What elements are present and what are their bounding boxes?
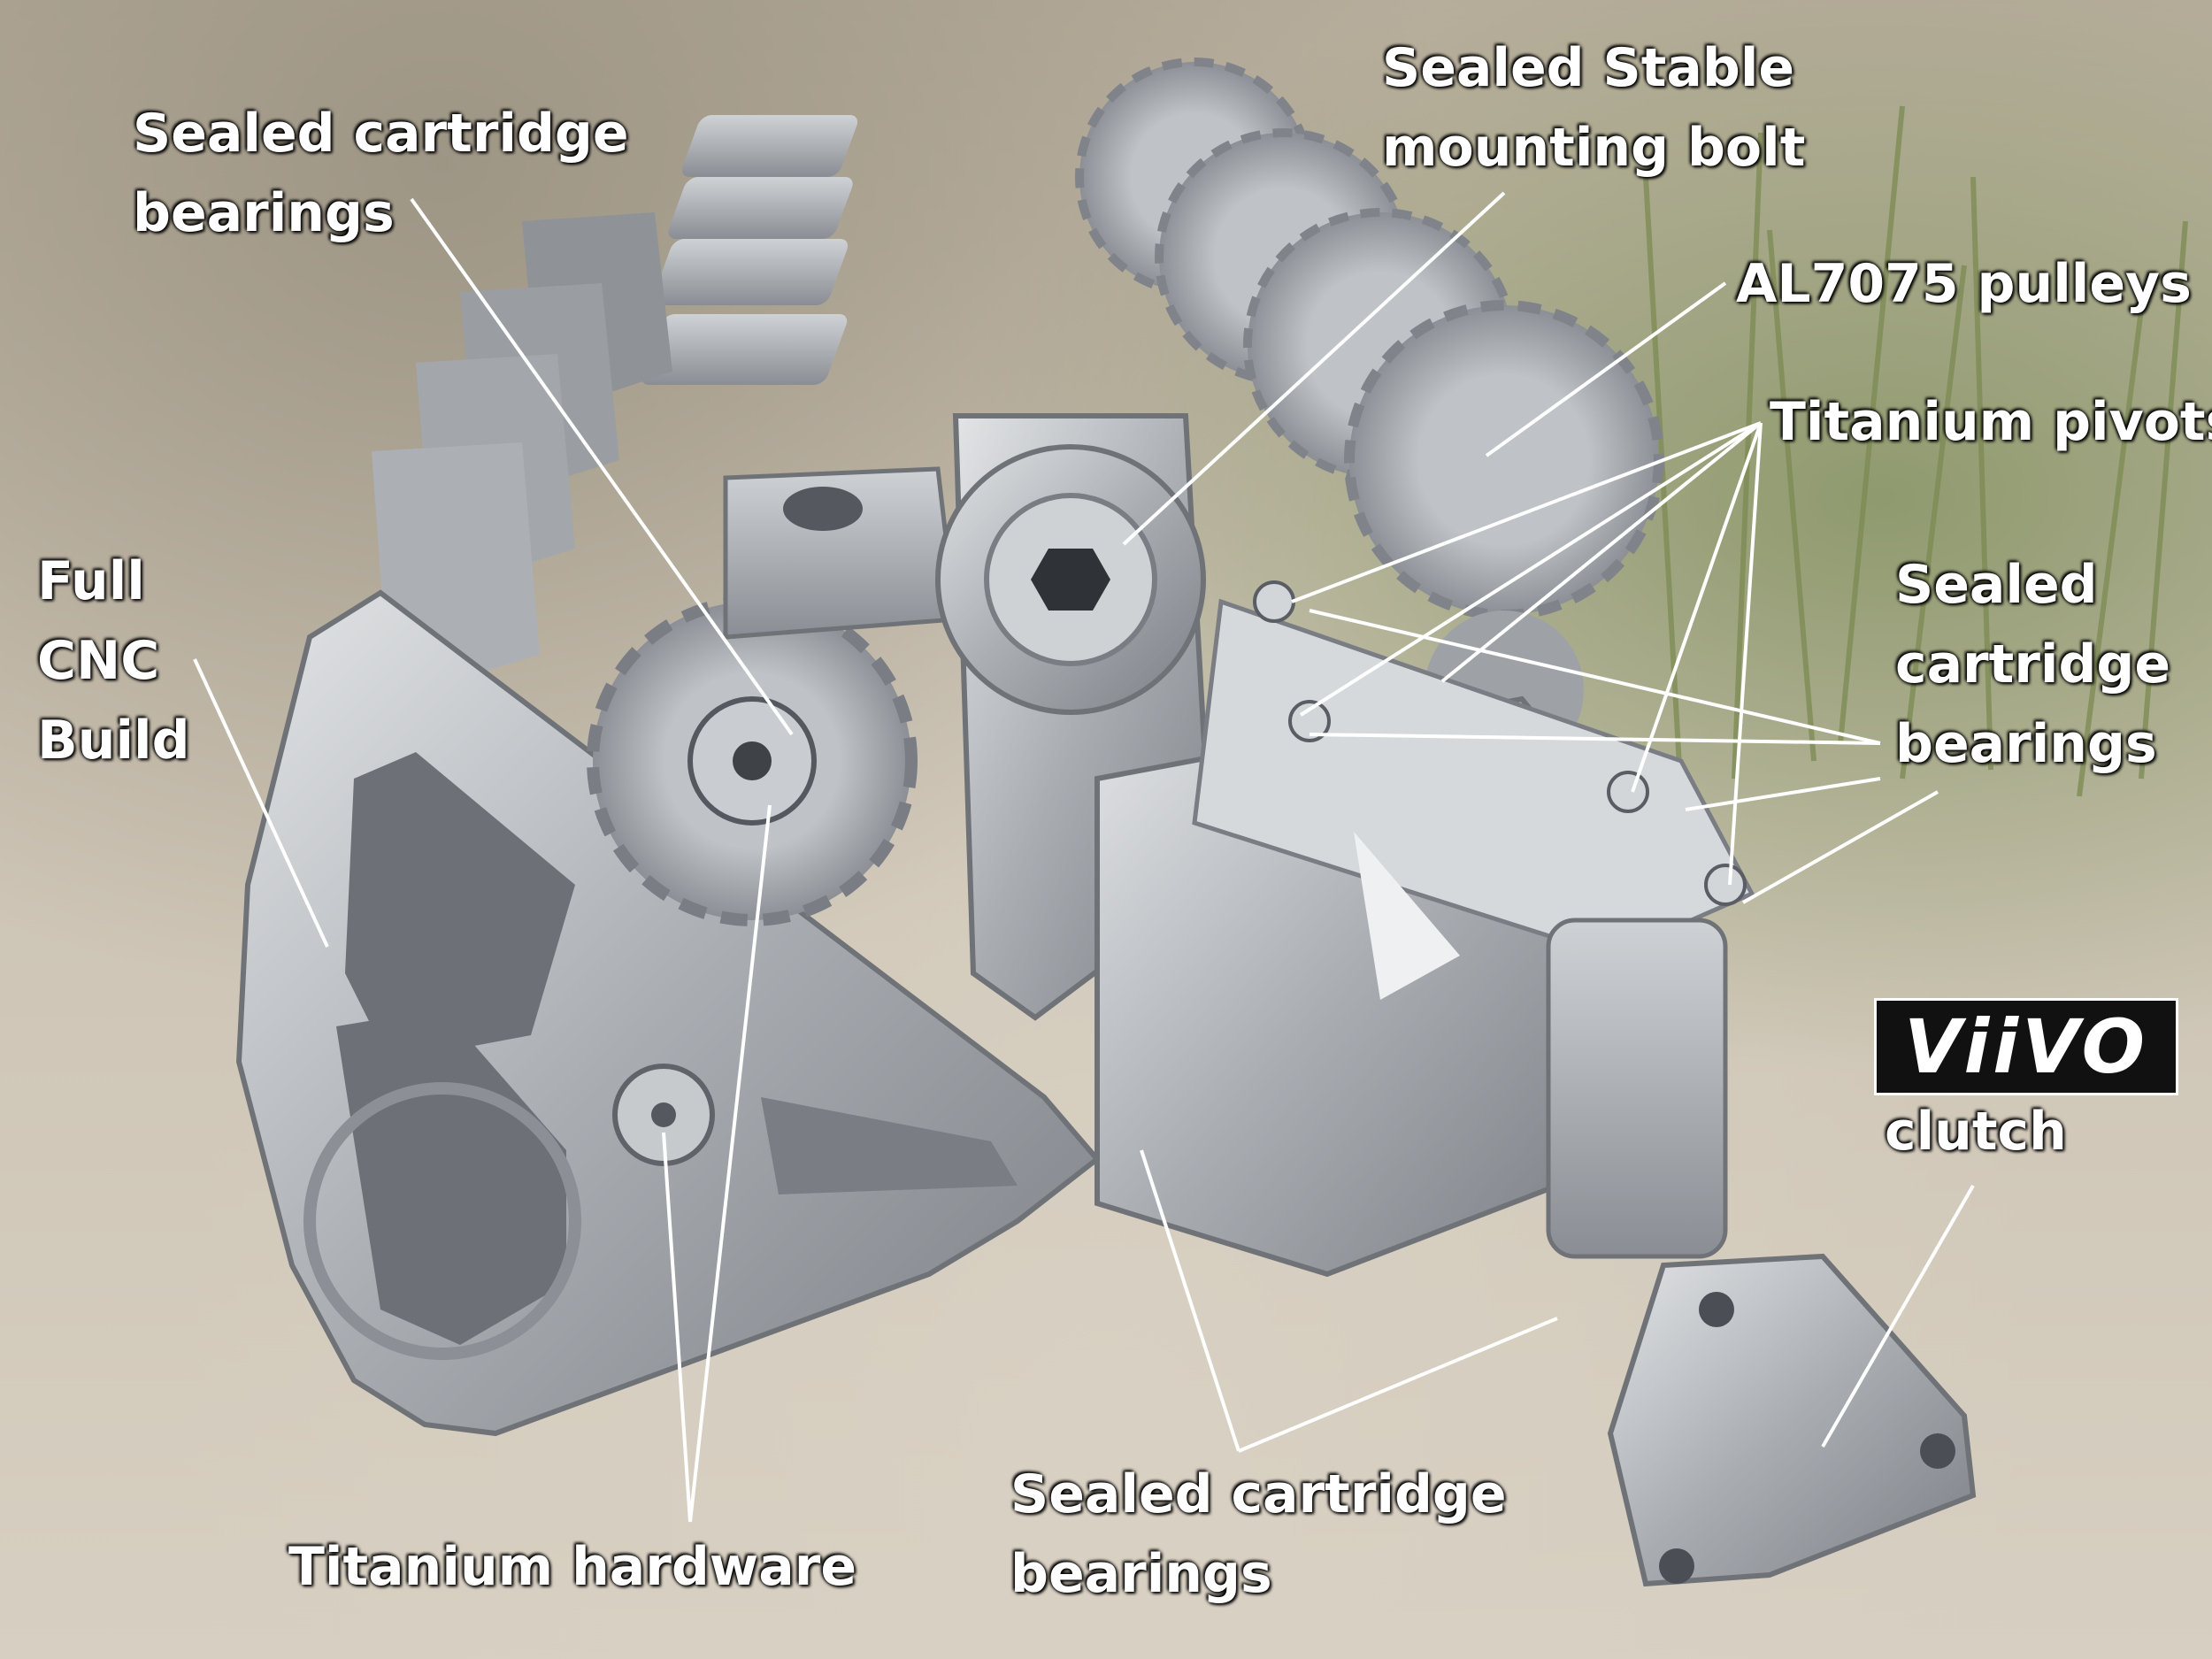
leader-lines [193, 191, 1975, 1523]
background-pulleys [1075, 58, 1664, 770]
clutch-cover [1607, 1253, 1977, 1587]
derailleur-body [723, 413, 1755, 1278]
label-clutch: clutch [1885, 1101, 2067, 1163]
label-pulleys: AL7075 pulleys [1736, 253, 2192, 315]
label-sealed-bearings-bottom: Sealed cartridge bearings [1010, 1463, 1507, 1605]
label-titanium-pivots: Titanium pivots [1770, 391, 2212, 453]
label-sealed-bearings-right: Sealed cartridge bearings [1895, 554, 2171, 775]
label-full-cnc-build: Full CNC Build [37, 550, 190, 772]
main-cage [235, 589, 1102, 1437]
vivo-logo-text: ViiVO [1903, 1003, 2149, 1090]
grass-background [1643, 105, 2188, 797]
label-titanium-hardware: Titanium hardware [288, 1536, 857, 1598]
label-sealed-bearings-top: Sealed cartridge bearings [133, 103, 629, 244]
label-mounting-bolt: Sealed Stable mounting bolt [1382, 37, 1806, 179]
background-derailleurs [372, 115, 858, 699]
vivo-logo: ViiVO [1874, 998, 2178, 1095]
pivot-bolts [1253, 580, 1747, 906]
upper-pulley [587, 595, 918, 926]
